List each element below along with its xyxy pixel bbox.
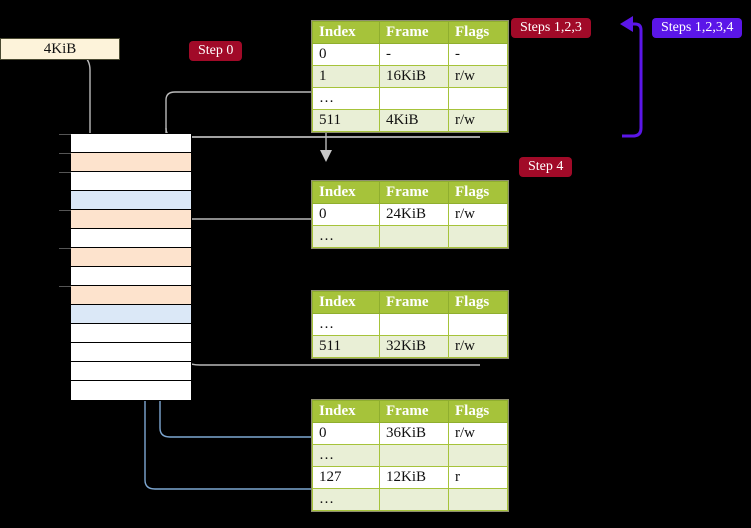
cell-frame xyxy=(379,87,449,110)
kib-frame-box: 4KiB xyxy=(0,38,120,60)
cell-frame xyxy=(379,444,449,467)
frame-tick-mark xyxy=(59,286,71,287)
cell-index: 511 xyxy=(312,109,380,132)
badge-step-4-label: Step 4 xyxy=(528,159,564,174)
cell-index: 511 xyxy=(312,335,380,358)
column-header-flags: Flags xyxy=(448,21,508,44)
column-header-index: Index xyxy=(312,181,380,204)
memory-frame-row xyxy=(59,248,191,267)
cell-index: … xyxy=(312,488,380,511)
cell-flags: r/w xyxy=(448,109,508,132)
column-header-frame: Frame xyxy=(379,400,449,423)
column-header-flags: Flags xyxy=(448,400,508,423)
memory-frame-row xyxy=(71,362,191,381)
memory-frame-row xyxy=(59,134,191,153)
memory-frame-row xyxy=(71,191,191,210)
column-header-index: Index xyxy=(312,291,380,314)
memory-frame-row xyxy=(71,305,191,324)
cell-frame: 32KiB xyxy=(379,335,449,358)
cell-index: 1 xyxy=(312,65,380,88)
cell-flags xyxy=(448,444,508,467)
frame-tick-mark xyxy=(59,153,71,154)
table-row: … xyxy=(312,488,508,511)
cell-flags xyxy=(448,488,508,511)
table-row: … xyxy=(312,225,508,248)
physical-memory-column xyxy=(59,133,192,401)
cell-flags: - xyxy=(448,43,508,66)
badge-steps-123: Steps 1,2,3 xyxy=(511,18,591,38)
column-header-frame: Frame xyxy=(379,21,449,44)
frame-tick-mark xyxy=(59,248,71,249)
table-row: … xyxy=(312,313,508,336)
table-row: … xyxy=(312,87,508,110)
cell-flags: r/w xyxy=(448,335,508,358)
cell-flags: r xyxy=(448,466,508,489)
memory-frame-row xyxy=(59,153,191,172)
memory-frame-row xyxy=(59,210,191,229)
cell-index: 127 xyxy=(312,466,380,489)
memory-frame-row xyxy=(71,267,191,286)
memory-frame-row xyxy=(71,324,191,343)
cell-flags xyxy=(448,225,508,248)
cell-index: … xyxy=(312,313,380,336)
badge-step-0-label: Step 0 xyxy=(198,43,234,58)
memory-frame-row xyxy=(59,286,191,305)
table-row: … xyxy=(312,444,508,467)
table-row: 0-- xyxy=(312,43,508,66)
memory-frame-row xyxy=(71,381,191,400)
cell-flags: r/w xyxy=(448,65,508,88)
badge-steps-123-label: Steps 1,2,3 xyxy=(520,20,582,35)
cell-frame: 24KiB xyxy=(379,203,449,226)
cell-index: … xyxy=(312,87,380,110)
cell-frame xyxy=(379,488,449,511)
badge-steps-1234: Steps 1,2,3,4 xyxy=(652,18,743,38)
cell-frame xyxy=(379,313,449,336)
column-header-flags: Flags xyxy=(448,181,508,204)
column-header-flags: Flags xyxy=(448,291,508,314)
badge-steps-1234-label: Steps 1,2,3,4 xyxy=(661,20,734,35)
frame-tick-mark xyxy=(59,210,71,211)
cell-frame: - xyxy=(379,43,449,66)
cell-flags xyxy=(448,313,508,336)
column-header-frame: Frame xyxy=(379,181,449,204)
kib-frame-label: 4KiB xyxy=(43,40,77,57)
frame-tick-mark xyxy=(59,172,71,173)
badge-step-4: Step 4 xyxy=(519,157,573,177)
memory-frame-row xyxy=(71,229,191,248)
column-header-index: Index xyxy=(312,400,380,423)
cell-flags: r/w xyxy=(448,203,508,226)
column-header-frame: Frame xyxy=(379,291,449,314)
memory-frame-row xyxy=(71,343,191,362)
cell-frame: 4KiB xyxy=(379,109,449,132)
frame-tick-mark xyxy=(59,134,71,135)
cell-index: 0 xyxy=(312,203,380,226)
badge-step-0: Step 0 xyxy=(189,41,243,61)
cell-index: … xyxy=(312,444,380,467)
cell-flags: r/w xyxy=(448,422,508,445)
cell-index: 0 xyxy=(312,422,380,445)
cell-index: … xyxy=(312,225,380,248)
cell-frame: 36KiB xyxy=(379,422,449,445)
cell-frame: 12KiB xyxy=(379,466,449,489)
cell-frame xyxy=(379,225,449,248)
cell-flags xyxy=(448,87,508,110)
memory-frame-row xyxy=(59,172,191,191)
cell-index: 0 xyxy=(312,43,380,66)
column-header-index: Index xyxy=(312,21,380,44)
cell-frame: 16KiB xyxy=(379,65,449,88)
